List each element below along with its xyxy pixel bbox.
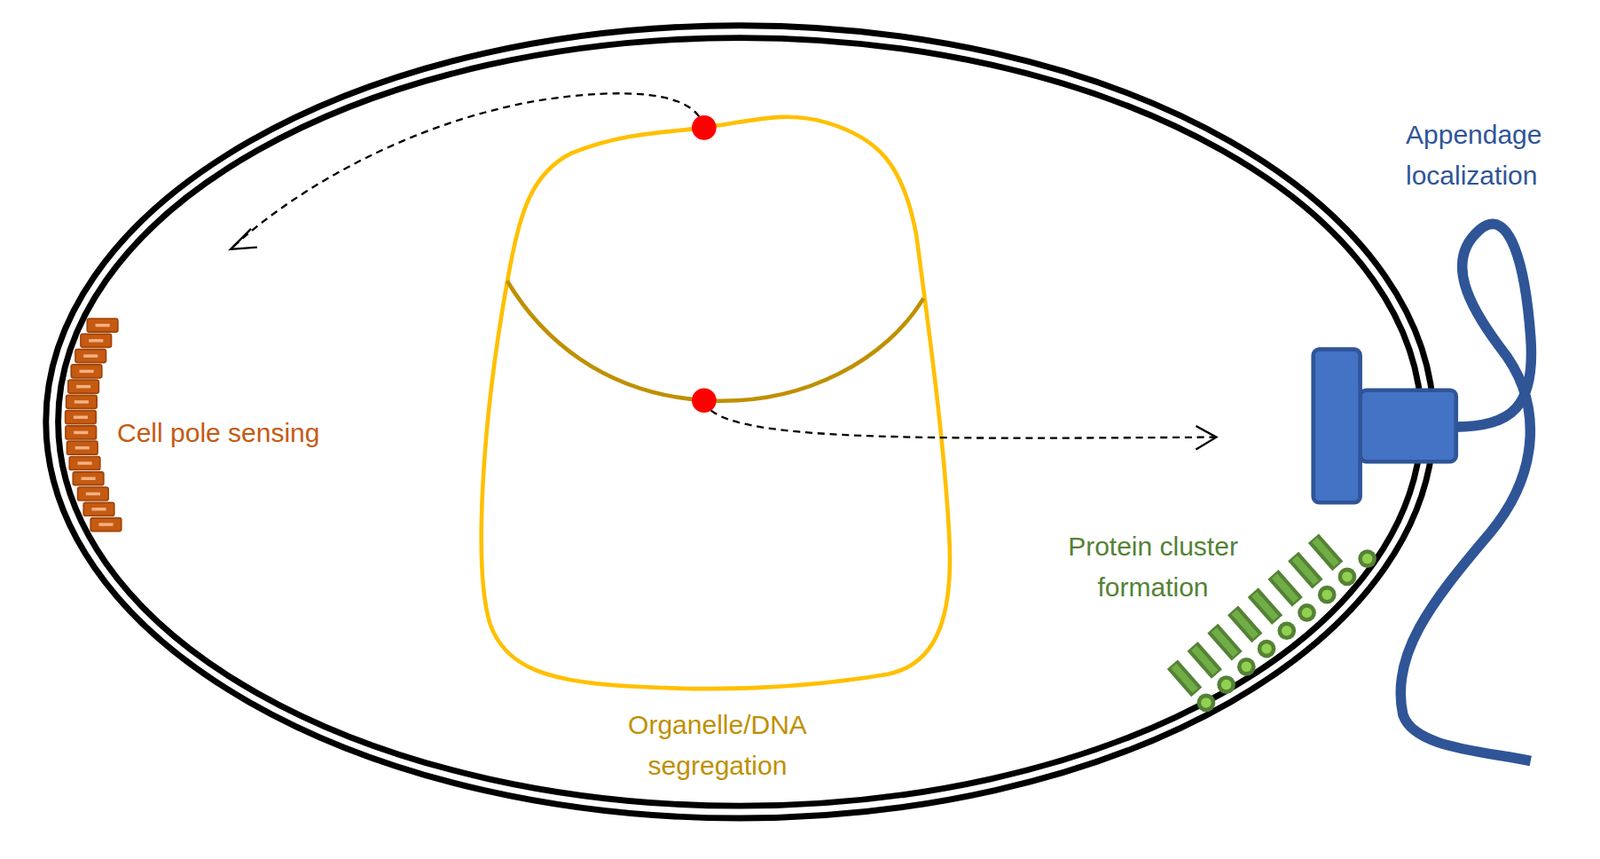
sensor-stripe bbox=[88, 338, 103, 342]
cluster-rod bbox=[1253, 592, 1278, 620]
cluster-bead bbox=[1317, 585, 1337, 604]
cluster-bead-core bbox=[1281, 625, 1293, 636]
cluster-bead-core bbox=[1362, 553, 1373, 565]
sensor-stripe bbox=[78, 369, 94, 373]
replicated-chromosome bbox=[507, 281, 924, 401]
sensor-unit bbox=[66, 440, 98, 455]
sensor-stripe bbox=[73, 431, 88, 434]
sensor-unit bbox=[69, 456, 101, 471]
cluster-bead bbox=[1237, 657, 1256, 676]
cluster-rod-core bbox=[1294, 557, 1317, 583]
cluster-rod-core bbox=[1234, 611, 1256, 637]
sensor-stripe bbox=[76, 384, 91, 388]
cluster-rod bbox=[1212, 627, 1237, 656]
cluster-bead-core bbox=[1221, 679, 1232, 691]
cluster-rod-core bbox=[1193, 647, 1216, 673]
cluster-rod-core bbox=[1173, 665, 1195, 691]
cluster-bead bbox=[1357, 549, 1377, 568]
segregation-arrow bbox=[704, 400, 1215, 438]
cluster-rod bbox=[1293, 556, 1318, 584]
cluster-rod bbox=[1272, 573, 1297, 602]
cluster-bead bbox=[1197, 693, 1216, 713]
sensor-unit bbox=[83, 501, 115, 516]
motor-plate bbox=[1313, 349, 1361, 503]
cluster-rod bbox=[1192, 645, 1217, 674]
arrow-head bbox=[1195, 425, 1216, 449]
sensor-unit bbox=[86, 318, 118, 332]
cluster-bead-core bbox=[1200, 697, 1212, 708]
cluster-rod-core bbox=[1254, 593, 1276, 619]
cluster-rod bbox=[1232, 610, 1257, 638]
sensor-stripe bbox=[81, 477, 96, 480]
sensor-unit bbox=[65, 425, 97, 440]
cluster-bead bbox=[1297, 603, 1317, 622]
sensor-unit bbox=[66, 394, 98, 408]
cluster-rod-core bbox=[1274, 575, 1296, 601]
sensor-unit bbox=[78, 486, 110, 501]
motor-block bbox=[1360, 390, 1457, 463]
origin-dot bbox=[691, 115, 717, 141]
sensor-stripe bbox=[74, 400, 89, 403]
sensor-stripe bbox=[98, 522, 113, 526]
cluster-bead bbox=[1277, 620, 1296, 640]
sensor-unit bbox=[72, 471, 104, 486]
arrow-head bbox=[230, 228, 258, 250]
segregation-arrow bbox=[231, 93, 705, 248]
flagellum bbox=[1400, 223, 1531, 761]
pole-label: Cell pole sensing bbox=[117, 412, 362, 454]
cluster-rod-core bbox=[1314, 539, 1336, 565]
pole-sensor bbox=[65, 318, 122, 531]
sensor-unit bbox=[70, 364, 102, 378]
cluster-rod-core bbox=[1214, 629, 1236, 655]
protein-cluster bbox=[1172, 538, 1377, 713]
sensor-stripe bbox=[95, 323, 110, 327]
cluster-bead-core bbox=[1261, 643, 1272, 654]
cluster-bead bbox=[1338, 567, 1357, 587]
sensor-stripe bbox=[83, 353, 98, 357]
origin-dot bbox=[691, 387, 717, 413]
cluster-bead-core bbox=[1341, 571, 1353, 582]
chromosome bbox=[481, 117, 950, 690]
segregation-label: Organelle/DNA segregation bbox=[610, 704, 825, 786]
appendage-label: Appendage localization bbox=[1405, 114, 1585, 197]
cluster-bead bbox=[1216, 674, 1236, 694]
inner-membrane bbox=[58, 38, 1422, 807]
cluster-bead-core bbox=[1321, 588, 1333, 600]
sensor-stripe bbox=[75, 446, 90, 449]
cluster-rod bbox=[1313, 538, 1338, 566]
sensor-stripe bbox=[73, 415, 88, 418]
cluster-label: Protein cluster formation bbox=[1045, 525, 1261, 608]
sensor-unit bbox=[65, 410, 97, 424]
cluster-bead-core bbox=[1241, 661, 1253, 673]
sensor-unit bbox=[68, 379, 100, 393]
sensor-stripe bbox=[77, 461, 92, 464]
sensor-stripe bbox=[86, 492, 101, 495]
sensor-stripe bbox=[91, 507, 106, 510]
sensor-unit bbox=[75, 349, 107, 363]
cluster-bead bbox=[1257, 639, 1277, 659]
sensor-unit bbox=[90, 517, 122, 532]
cluster-rod bbox=[1172, 664, 1197, 692]
sensor-unit bbox=[80, 333, 112, 347]
cluster-bead-core bbox=[1301, 607, 1313, 619]
outer-membrane bbox=[46, 25, 1435, 818]
